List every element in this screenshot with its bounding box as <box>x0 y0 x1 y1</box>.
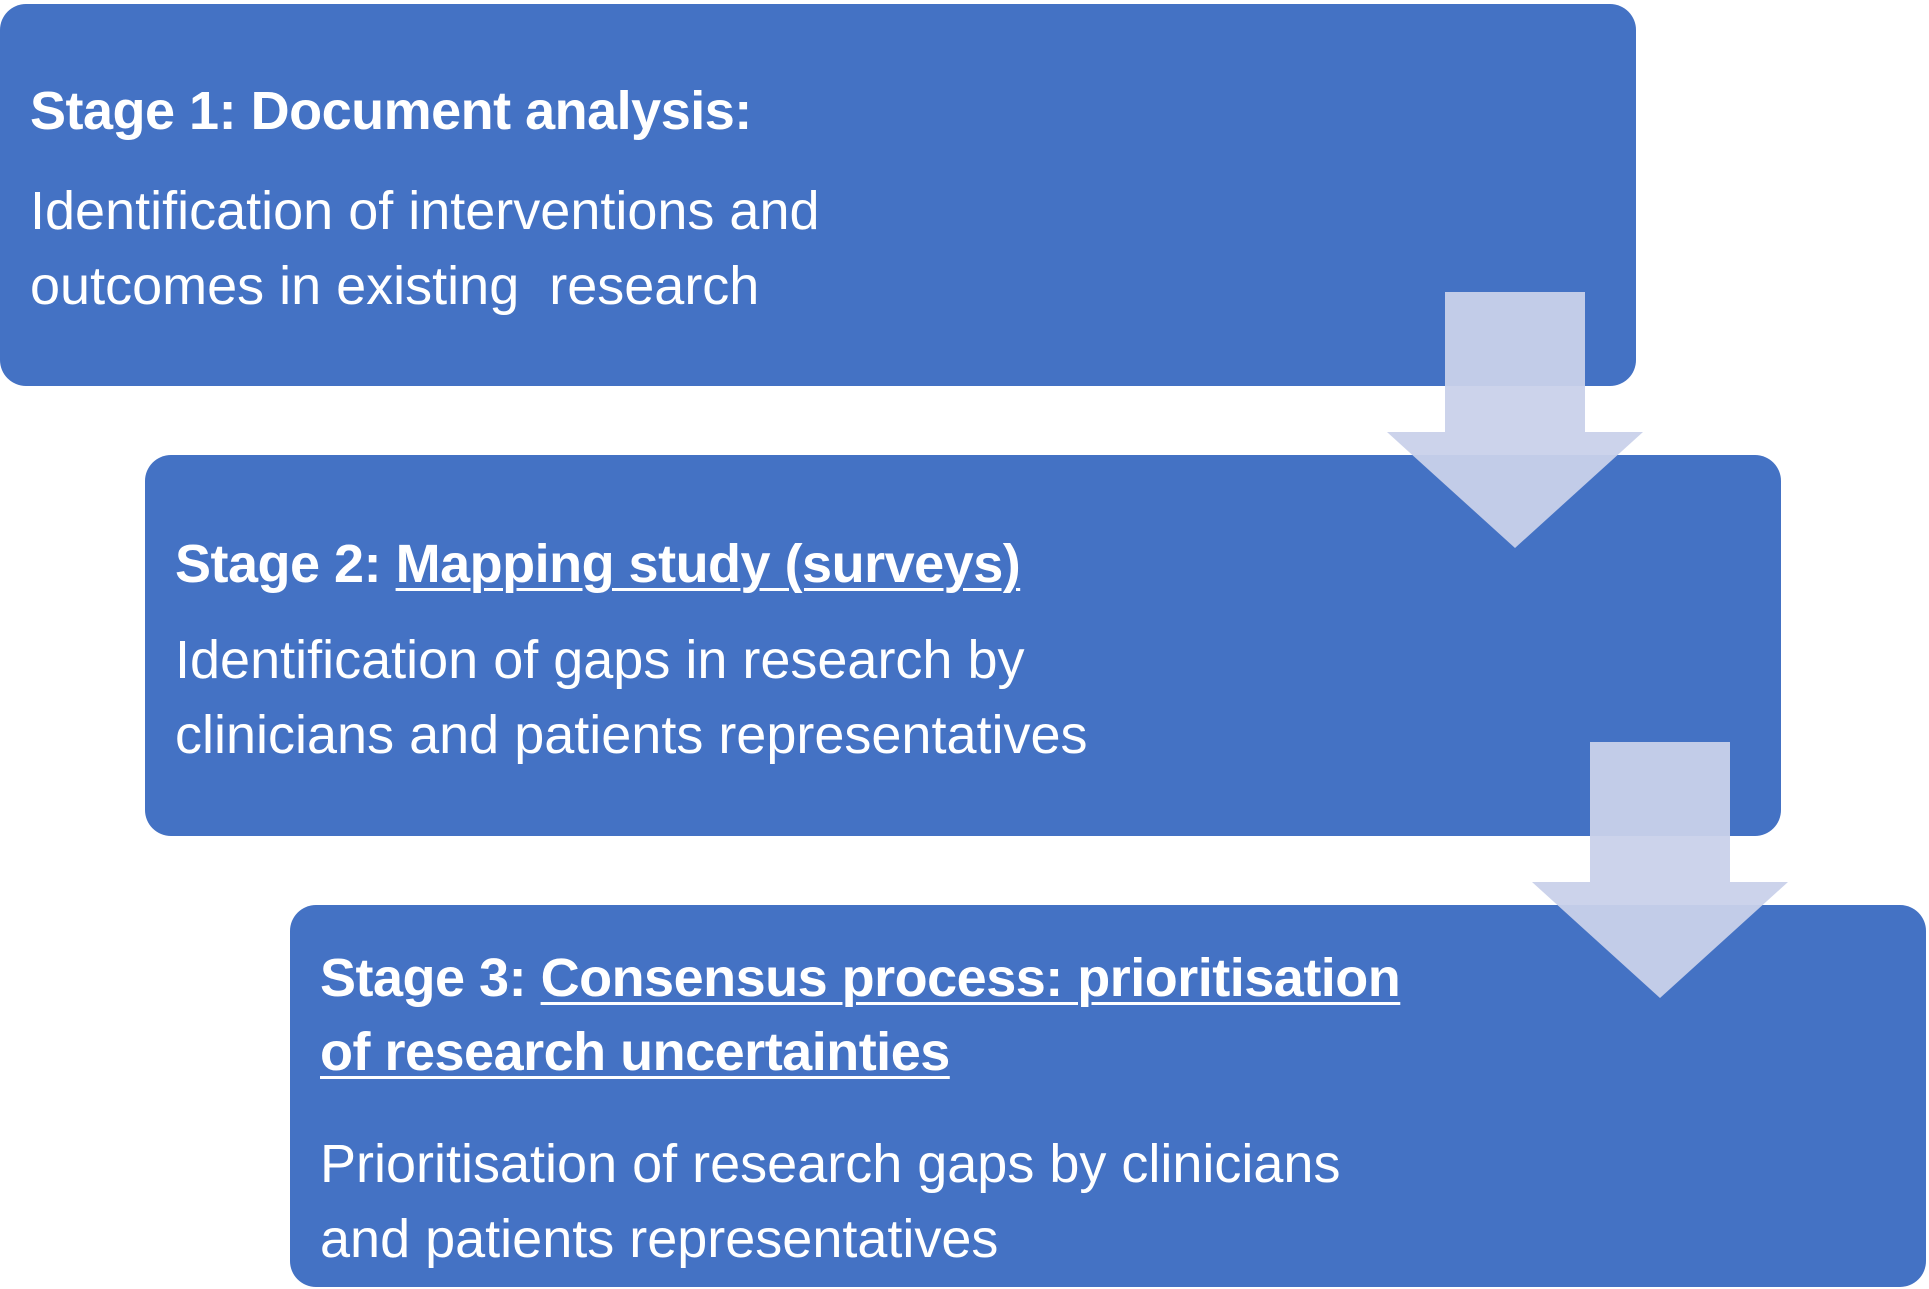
stage-1-label: Stage 1: <box>30 81 237 141</box>
stage-3-title: Stage 3: Consensus process: prioritisati… <box>320 941 1896 1089</box>
stage-3-heading-line-2: of research uncertainties <box>320 1022 950 1082</box>
stage-3-description-line-1: Prioritisation of research gaps by clini… <box>320 1134 1341 1194</box>
stage-1-description-line-2: outcomes in existing research <box>30 256 760 316</box>
stage-1-description-line-1: Identification of interventions and <box>30 181 820 241</box>
stage-2-label: Stage 2: <box>175 534 382 594</box>
stage-1-description: Identification of interventions and outc… <box>30 174 1606 324</box>
stage-1-title: Stage 1: Document analysis: <box>30 74 1606 148</box>
stage-2-description: Identification of gaps in research by cl… <box>175 623 1751 773</box>
stage-2-title: Stage 2: Mapping study (surveys) <box>175 527 1751 601</box>
stage-1-box: Stage 1: Document analysis: Identificati… <box>0 4 1636 386</box>
stage-2-heading: Mapping study (surveys) <box>395 534 1021 594</box>
stage-1-heading: Document analysis: <box>250 81 753 141</box>
stage-3-heading-line-1: Consensus process: prioritisation <box>540 948 1401 1008</box>
stage-2-description-line-2: clinicians and patients representatives <box>175 705 1088 765</box>
stage-2-description-line-1: Identification of gaps in research by <box>175 630 1025 690</box>
stage-3-description: Prioritisation of research gaps by clini… <box>320 1127 1896 1277</box>
stage-3-label: Stage 3: <box>320 948 527 1008</box>
stage-3-box: Stage 3: Consensus process: prioritisati… <box>290 905 1926 1287</box>
stage-2-box: Stage 2: Mapping study (surveys) Identif… <box>145 455 1781 836</box>
stage-3-description-line-2: and patients representatives <box>320 1209 999 1269</box>
